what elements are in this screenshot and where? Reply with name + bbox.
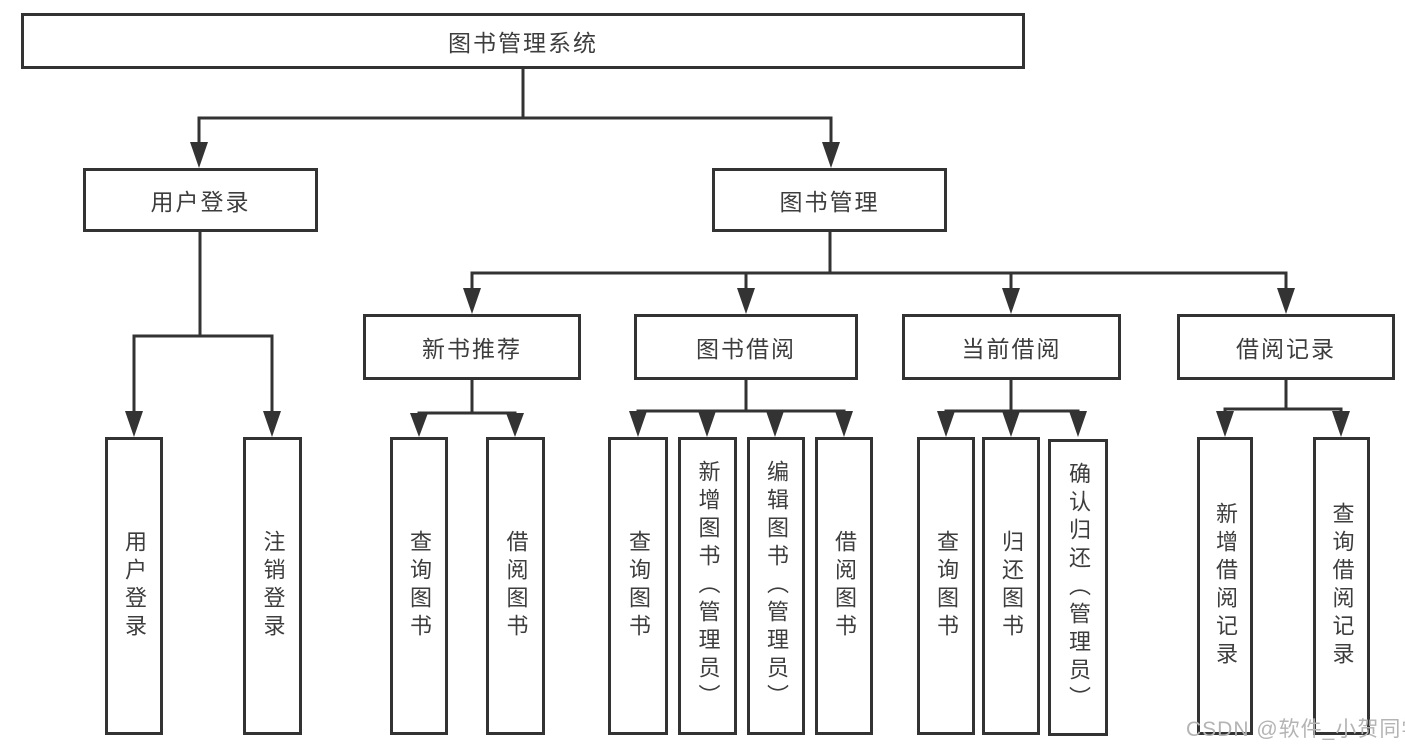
node-label: 查询图书 [407, 530, 432, 642]
node-root: 图书管理系统 [21, 13, 1025, 69]
node-user-login: 用户登录 [83, 168, 318, 232]
node-label: 用户登录 [150, 189, 251, 215]
node-label: 借阅图书 [503, 530, 529, 642]
leaf-user-login: 用户登录 [105, 437, 163, 735]
arrowheads [125, 142, 1350, 437]
leaf-br-add-record: 新增借阅记录 [1197, 437, 1253, 735]
node-label: 借阅图书 [832, 530, 857, 642]
node-label: 图书管理系统 [448, 30, 598, 56]
node-label: 新书推荐 [422, 336, 522, 362]
node-book-management: 图书管理 [712, 168, 947, 232]
leaf-nbr-query-books: 查询图书 [390, 437, 448, 735]
node-label: 查询借阅记录 [1329, 502, 1355, 670]
leaf-bb-query-books: 查询图书 [608, 437, 668, 735]
node-label: 借阅记录 [1236, 336, 1336, 362]
node-label: 用户登录 [122, 530, 147, 642]
node-label: 注销登录 [260, 530, 286, 642]
leaf-nbr-borrow-books: 借阅图书 [486, 437, 545, 735]
csdn-watermark: CSDN @软件_小贺同学 [1186, 718, 1405, 741]
node-borrowing-records: 借阅记录 [1177, 314, 1395, 380]
node-current-borrowing: 当前借阅 [902, 314, 1121, 380]
node-label: 图书借阅 [696, 336, 796, 362]
node-label: 新增借阅记录 [1213, 502, 1238, 670]
leaf-br-query-record: 查询借阅记录 [1313, 437, 1370, 735]
node-label: 编辑图书（管理员） [764, 460, 789, 712]
node-label: 查询图书 [626, 530, 651, 642]
node-label: 确认归还（管理员） [1066, 461, 1091, 714]
node-label: 查询图书 [934, 530, 959, 642]
leaf-cb-return-books: 归还图书 [982, 437, 1040, 735]
node-label: 图书管理 [779, 189, 880, 215]
node-label: 归还图书 [999, 530, 1024, 642]
leaf-logout: 注销登录 [243, 437, 302, 735]
leaf-cb-confirm-return-admin: 确认归还（管理员） [1048, 439, 1108, 736]
leaf-bb-edit-book-admin: 编辑图书（管理员） [747, 437, 805, 735]
node-label: 当前借阅 [961, 336, 1062, 362]
node-new-book-recommend: 新书推荐 [363, 314, 581, 380]
node-book-borrowing: 图书借阅 [634, 314, 858, 380]
leaf-bb-borrow-books: 借阅图书 [815, 437, 873, 735]
leaf-bb-add-book-admin: 新增图书（管理员） [678, 437, 737, 735]
node-label: 新增图书（管理员） [695, 460, 721, 712]
leaf-cb-query-books: 查询图书 [917, 437, 975, 735]
